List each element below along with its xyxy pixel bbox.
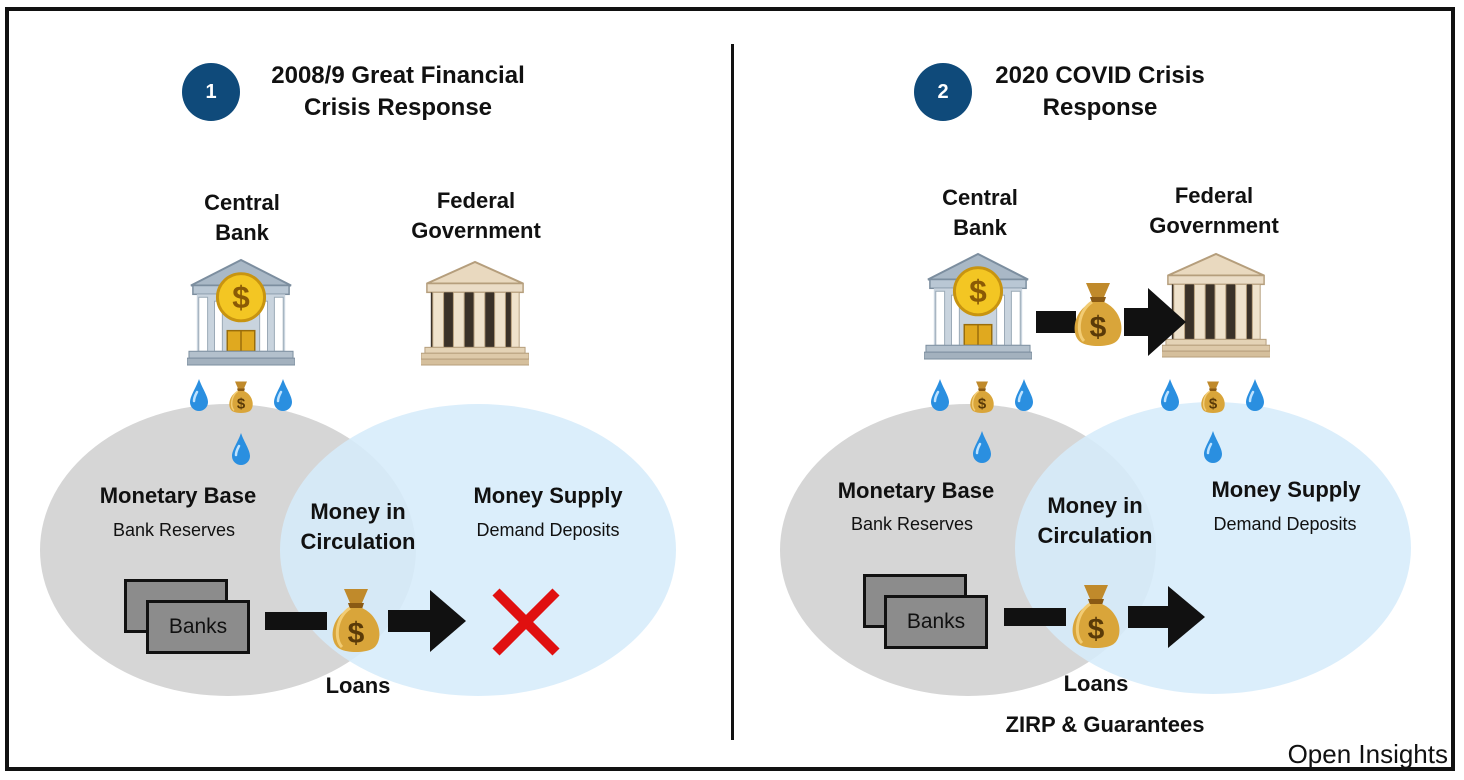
money-in-circulation-label-line: Money in (310, 499, 406, 524)
loans-label: Loans (1063, 671, 1129, 696)
money-in-circulation-label: Money in Circulation (278, 497, 438, 557)
money-bag-icon (228, 380, 254, 414)
central-bank-label-line: Bank (953, 215, 1007, 240)
demand-deposits-label: Demand Deposits (1213, 514, 1357, 534)
step-badge: 2 (914, 63, 972, 121)
federal-government-icon (1162, 252, 1270, 358)
water-drop-icon (930, 378, 950, 412)
banks-label: Banks (906, 610, 966, 633)
banks-box: Banks (884, 595, 988, 649)
water-drop-icon (1014, 378, 1034, 412)
federal-government-label-line: Government (411, 218, 541, 243)
panel-title-line: 2020 COVID Crisis (995, 62, 1205, 89)
panel-title-line: 2008/9 Great Financial (271, 62, 525, 89)
money-in-circulation-label: Money in Circulation (1015, 491, 1175, 551)
loans-label: Loans (325, 673, 391, 698)
federal-government-label: Federal Government (396, 186, 556, 246)
panel-title-line: Response (1042, 94, 1158, 121)
central-bank-icon (924, 252, 1032, 360)
money-supply-label: Money Supply (473, 483, 623, 508)
water-drop-icon (1160, 378, 1180, 412)
federal-government-label-line: Federal (436, 188, 516, 213)
central-bank-icon (187, 258, 295, 366)
bank-reserves-label: Bank Reserves (112, 520, 236, 540)
outer-frame (5, 7, 1455, 771)
zirp-guarantees-label: ZIRP & Guarantees (1005, 712, 1205, 737)
money-in-circulation-label-line: Circulation (1037, 523, 1153, 548)
money-in-circulation-label-line: Circulation (300, 529, 416, 554)
loan-flow-bar (265, 612, 327, 630)
money-bag-icon (969, 380, 995, 414)
banks-box: Banks (146, 600, 250, 654)
banks-label: Banks (168, 615, 228, 638)
money-supply-label: Money Supply (1211, 477, 1361, 502)
federal-government-label: Federal Government (1134, 181, 1294, 241)
source-credit: Open Insights (1287, 739, 1448, 769)
money-bag-icon (1073, 281, 1123, 348)
panel-title: 2008/9 Great Financial Crisis Response (258, 60, 538, 124)
water-drop-icon (1245, 378, 1265, 412)
money-supply-ellipse (280, 404, 676, 696)
federal-government-icon (421, 260, 529, 366)
water-drop-icon (273, 378, 293, 412)
federal-government-label-line: Government (1149, 213, 1279, 238)
central-bank-label: Central Bank (172, 188, 312, 248)
water-drop-icon (189, 378, 209, 412)
panel-title-line: Crisis Response (303, 94, 493, 121)
loan-flow-bar (1004, 608, 1066, 626)
red-cross-icon (492, 588, 560, 656)
monetary-base-label: Monetary Base (837, 478, 995, 503)
arrow-right-icon (388, 590, 466, 652)
arrow-right-icon (1128, 586, 1205, 648)
central-bank-label-line: Bank (215, 220, 269, 245)
central-bank-label: Central Bank (910, 183, 1050, 243)
step-badge: 1 (182, 63, 240, 121)
arrow-right-icon (1124, 288, 1186, 356)
central-bank-label-line: Central (204, 190, 280, 215)
money-bag-icon (1200, 380, 1226, 414)
federal-government-label-line: Federal (1174, 183, 1254, 208)
left-panel-graphics (40, 258, 676, 696)
monetary-base-label: Monetary Base (99, 483, 257, 508)
transfer-flow-bar (1036, 311, 1076, 333)
money-in-circulation-label-line: Money in (1047, 493, 1143, 518)
panel-divider (731, 44, 734, 740)
central-bank-label-line: Central (942, 185, 1018, 210)
bank-reserves-label: Bank Reserves (850, 514, 974, 534)
demand-deposits-label: Demand Deposits (476, 520, 620, 540)
panel-title: 2020 COVID Crisis Response (968, 60, 1232, 124)
